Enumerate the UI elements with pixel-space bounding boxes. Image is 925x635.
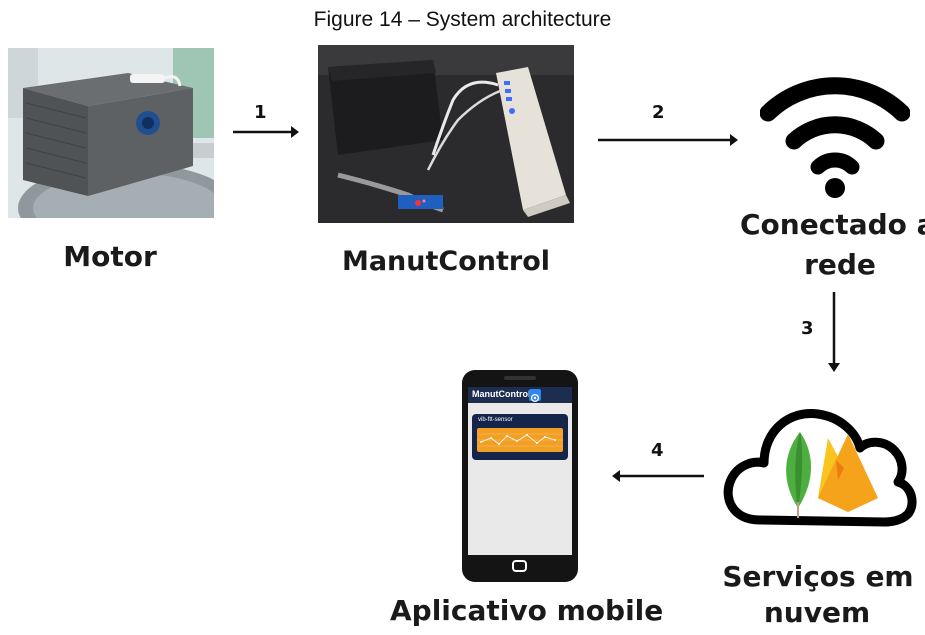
- phone-screen: ManutControl vib-ftt-sensor: [468, 387, 572, 555]
- figure-caption: Figure 14 – System architecture: [313, 8, 612, 31]
- wifi-icon: [760, 77, 910, 198]
- phone-speaker: [504, 376, 536, 380]
- cloud-label-line2: nuvem: [763, 596, 871, 629]
- sensor-card-title: vib-ftt-sensor: [478, 417, 513, 423]
- mongodb-leaf-icon: [786, 432, 811, 518]
- manutcontrol-label: ManutControl: [341, 246, 551, 277]
- settings-icon: [530, 393, 540, 403]
- cloud-label-line1: Serviços em: [722, 560, 914, 593]
- sensor-chart-graphic: [477, 433, 563, 447]
- motor-illustration: [8, 48, 214, 218]
- step-1-arrow: [233, 126, 299, 138]
- phone-home-button[interactable]: [512, 560, 527, 572]
- motor-label: Motor: [63, 240, 157, 273]
- step-4-arrow: [612, 470, 704, 482]
- app-title: ManutControl: [472, 389, 531, 399]
- network-label-line2: rede: [804, 248, 876, 281]
- motor-photo: [8, 48, 214, 218]
- step-1-number: 1: [254, 102, 267, 123]
- manutcontrol-illustration: [318, 45, 574, 223]
- app-header: ManutControl: [468, 387, 572, 403]
- mobile-phone: ManutControl vib-ftt-sensor: [462, 370, 578, 582]
- step-2-number: 2: [652, 102, 665, 123]
- sensor-card[interactable]: vib-ftt-sensor: [472, 414, 568, 460]
- step-4-number: 4: [651, 440, 664, 461]
- cloud-icon: [723, 409, 917, 527]
- manutcontrol-photo: [318, 45, 574, 223]
- app-header-button[interactable]: [529, 389, 541, 403]
- mobile-label: Aplicativo mobile: [390, 594, 664, 627]
- firebase-flame-icon: [818, 434, 878, 512]
- step-3-arrow: [828, 292, 840, 372]
- network-label-line1: Conectado a: [740, 208, 925, 241]
- step-3-number: 3: [801, 318, 814, 339]
- step-2-arrow: [598, 134, 738, 146]
- sensor-chart: [477, 428, 563, 452]
